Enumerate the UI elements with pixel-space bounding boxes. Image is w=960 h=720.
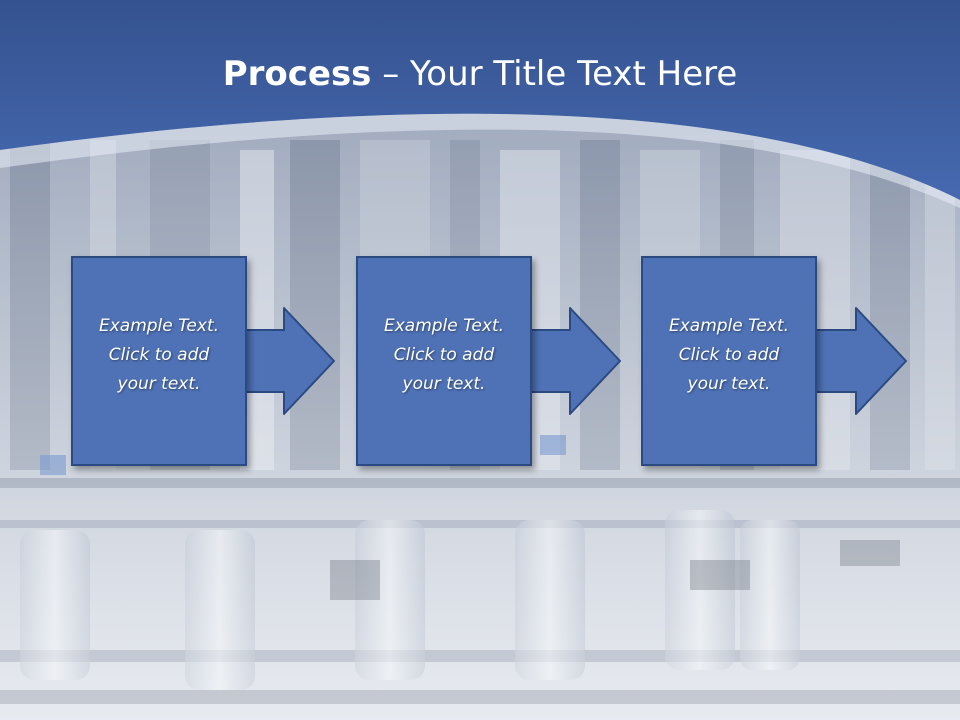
step-text-2: Example Text. Click to add your text. (383, 316, 505, 394)
step-box-1[interactable]: Example Text. Click to add your text. (71, 256, 247, 466)
step-box-3[interactable]: Example Text. Click to add your text. (641, 256, 817, 466)
step-text-3: Example Text. Click to add your text. (668, 316, 790, 394)
step-arrow-3 (807, 307, 907, 415)
step-arrow-1 (235, 307, 335, 415)
step-text-1: Example Text. Click to add your text. (98, 316, 220, 394)
step-arrow-2 (521, 307, 621, 415)
title-rest-part: – Your Title Text Here (371, 54, 738, 94)
title-bold-part: Process (222, 54, 372, 94)
slide-title[interactable]: Process – Your Title Text Here (0, 52, 960, 96)
step-box-2[interactable]: Example Text. Click to add your text. (356, 256, 532, 466)
